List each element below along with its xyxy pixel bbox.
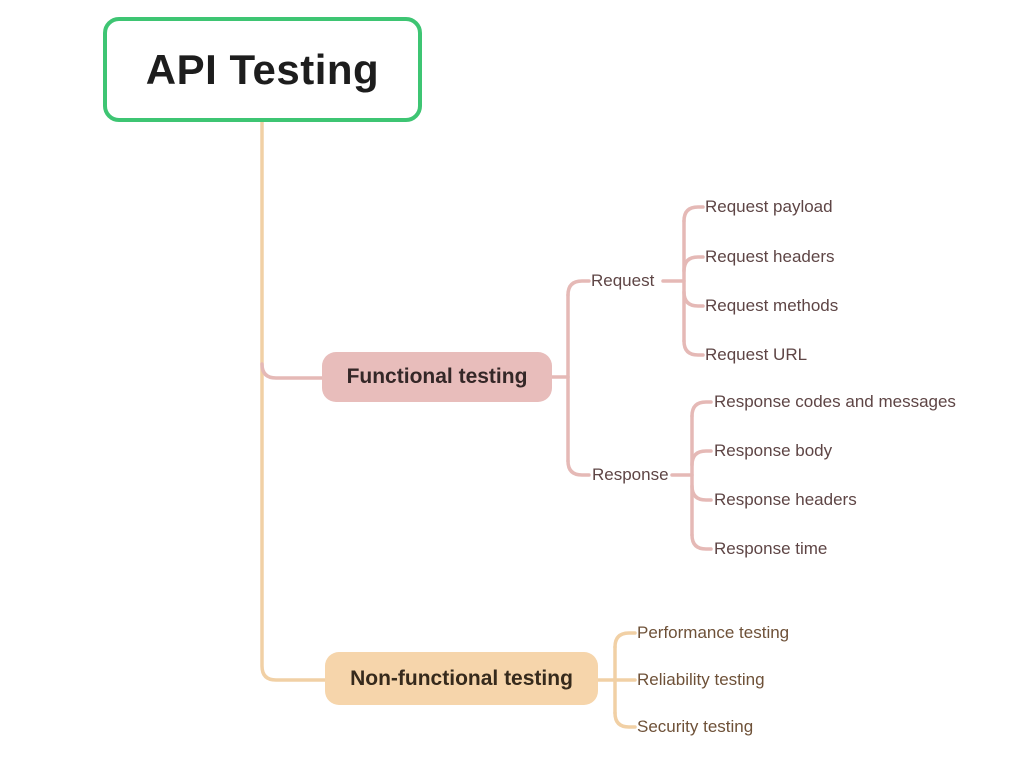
leaf-response-headers: Response headers bbox=[714, 490, 857, 509]
leaf-response-body: Response body bbox=[714, 441, 833, 460]
leaf-request-payload: Request payload bbox=[705, 197, 833, 216]
connector-request-url-elbow bbox=[682, 339, 705, 357]
connector-trunk bbox=[260, 120, 327, 682]
leaf-response-codes-and-messages: Response codes and messages bbox=[714, 392, 956, 411]
branch-node-functional-testing: Functional testing bbox=[322, 352, 552, 402]
connector-response-headers-elbow bbox=[690, 484, 713, 502]
connector-response-codes-elbow bbox=[690, 400, 713, 418]
leaf-security-testing: Security testing bbox=[637, 717, 754, 736]
root-node-api-testing: API Testing bbox=[103, 17, 422, 122]
connector-response-body-elbow bbox=[690, 449, 713, 467]
connector-response-elbow bbox=[566, 459, 591, 477]
leaf-performance-testing: Performance testing bbox=[637, 623, 790, 642]
connector-security-elbow bbox=[613, 711, 637, 729]
connector-functional-branch bbox=[260, 362, 324, 380]
connector-performance-elbow bbox=[613, 631, 637, 649]
leaf-reliability-testing: Reliability testing bbox=[637, 670, 765, 689]
leaf-request-methods: Request methods bbox=[705, 296, 839, 315]
leaf-request-url: Request URL bbox=[705, 345, 808, 364]
connector-response-time-elbow bbox=[690, 533, 713, 551]
group-label-request: Request bbox=[591, 271, 655, 290]
branch-node-nonfunctional-testing: Non-functional testing bbox=[325, 652, 598, 705]
group-label-response: Response bbox=[592, 465, 669, 484]
leaf-response-time: Response time bbox=[714, 539, 828, 558]
connector-request-headers-elbow bbox=[682, 255, 705, 273]
connector-request-elbow bbox=[566, 279, 591, 297]
connector-request-methods-elbow bbox=[682, 290, 705, 308]
connector-request-payload-elbow bbox=[682, 205, 705, 223]
leaf-request-headers: Request headers bbox=[705, 247, 835, 266]
